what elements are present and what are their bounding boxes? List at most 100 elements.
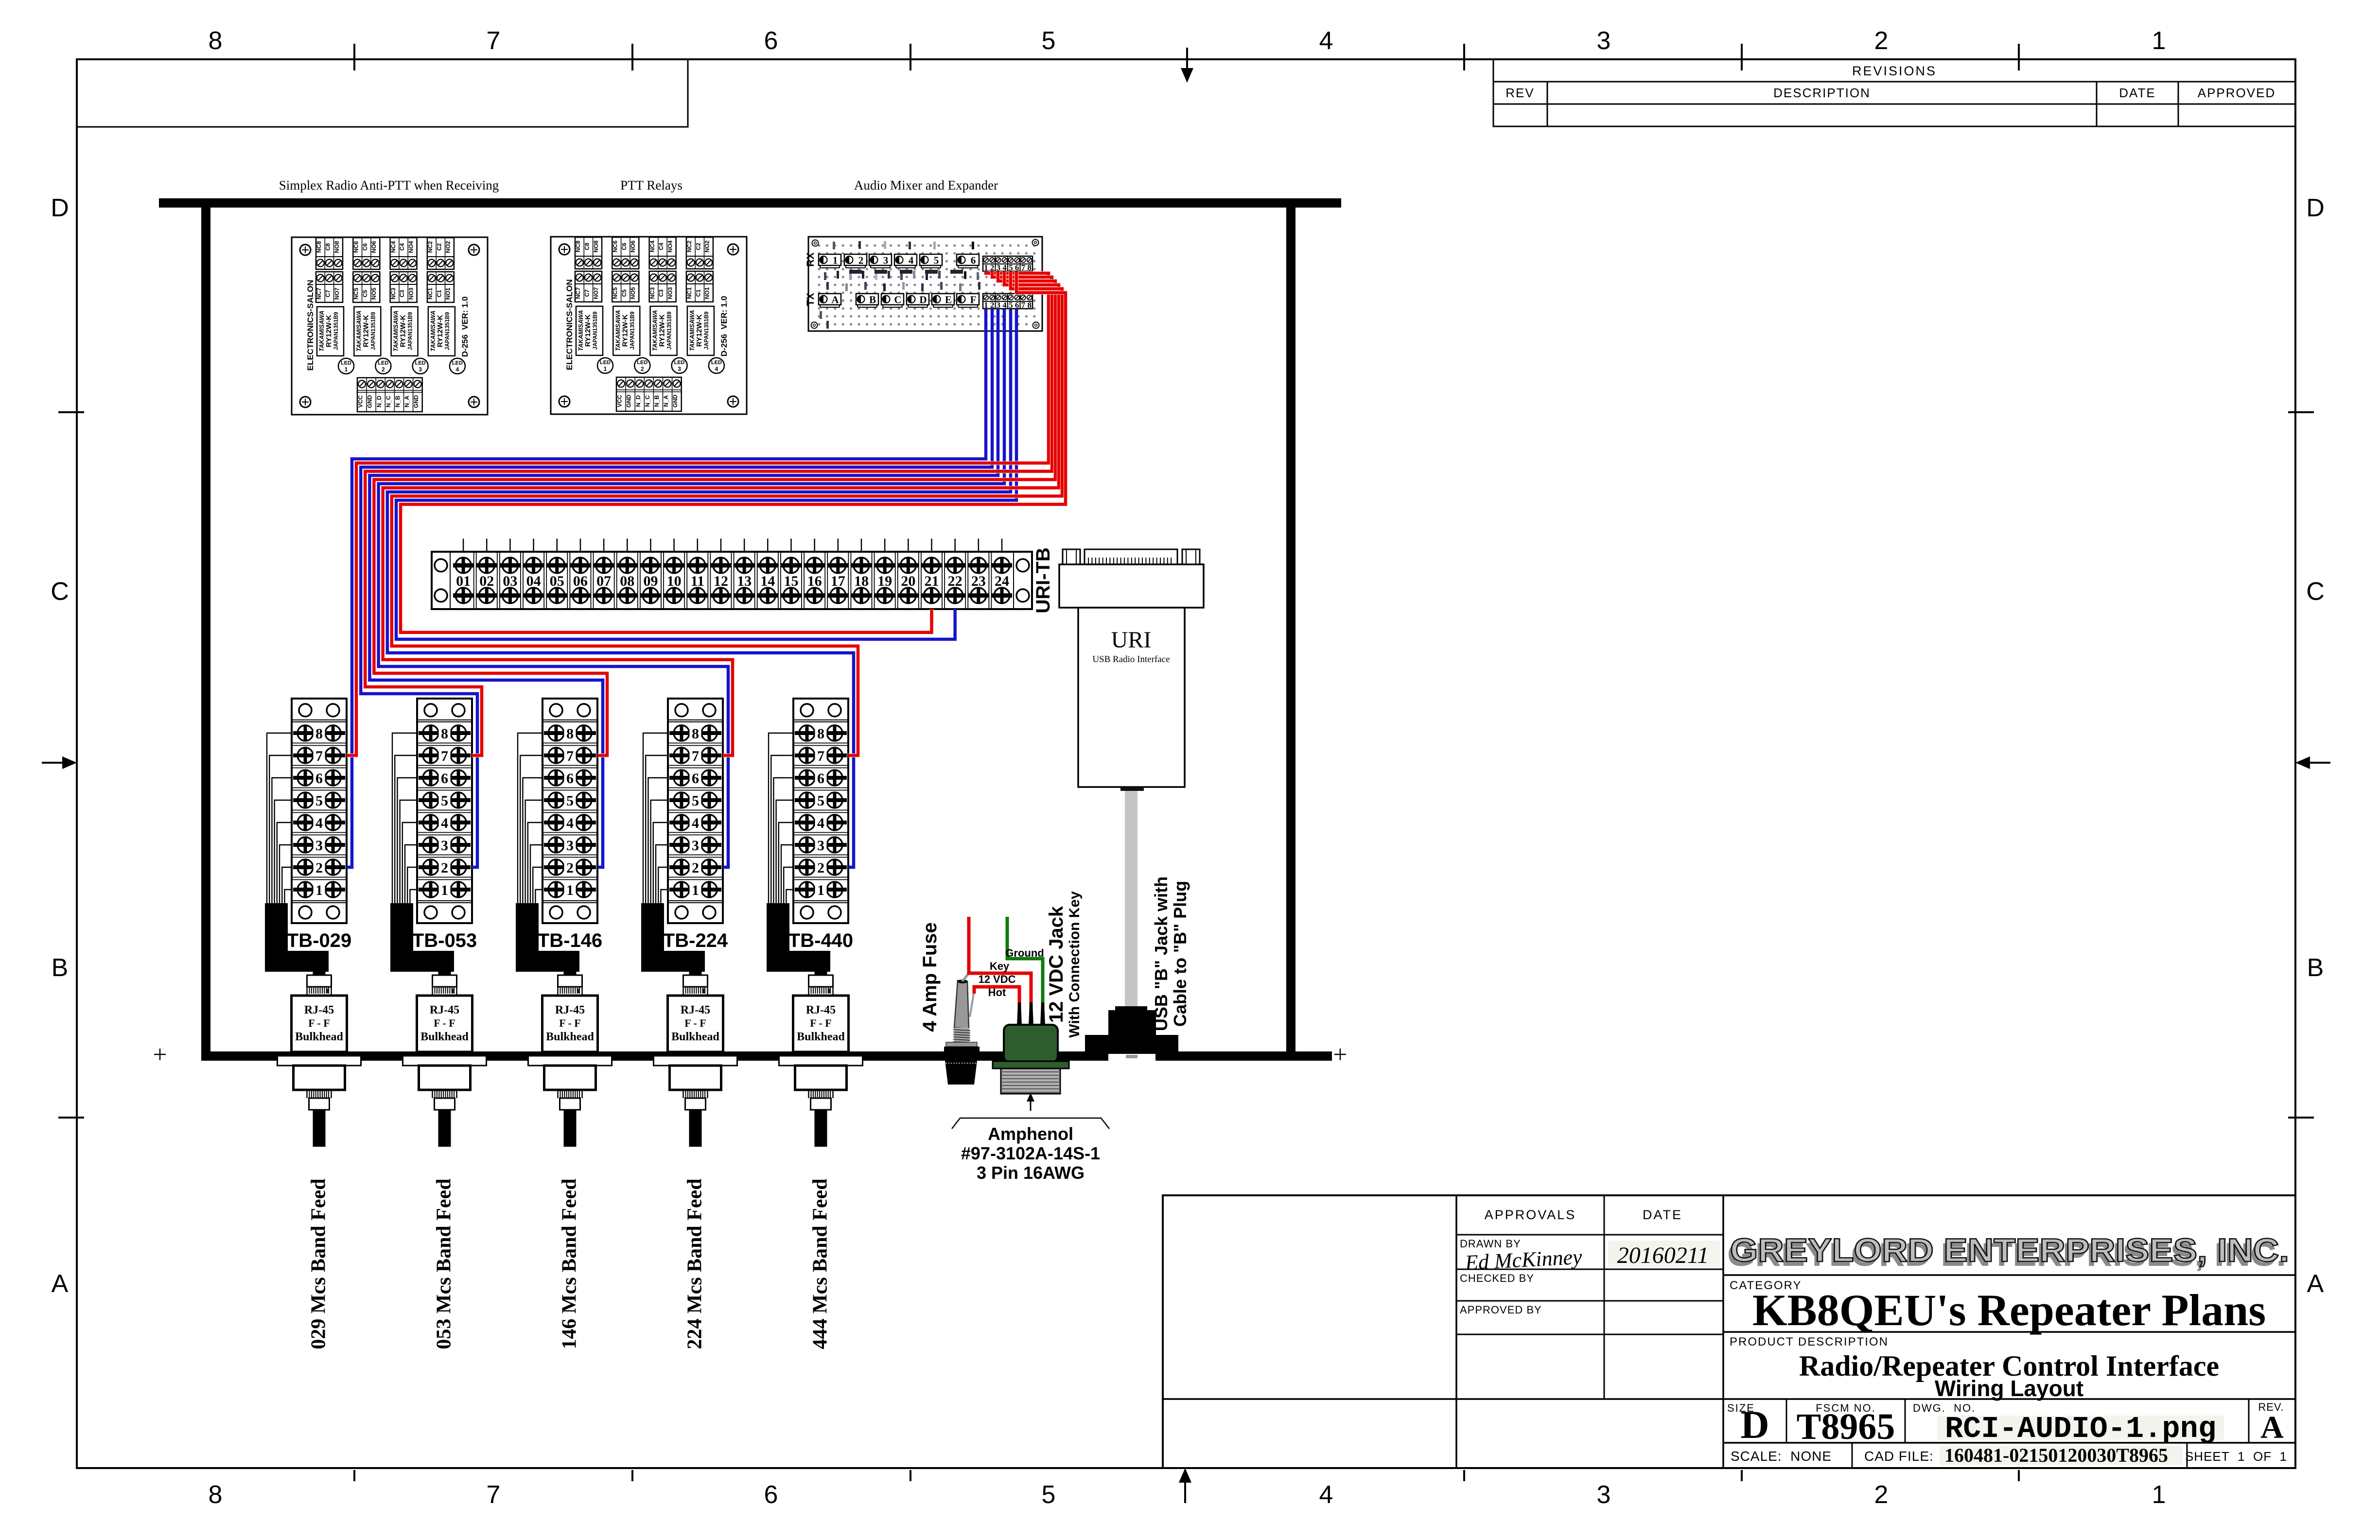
svg-text:24: 24: [995, 573, 1009, 589]
svg-text:URI-TB: URI-TB: [1032, 547, 1054, 613]
svg-text:5: 5: [1009, 300, 1013, 310]
svg-text:Audio Mixer and Expander: Audio Mixer and Expander: [854, 178, 998, 192]
svg-text:A: A: [2307, 1270, 2324, 1298]
svg-text:6: 6: [441, 770, 448, 787]
svg-text:JAPAN1351B9: JAPAN1351B9: [370, 312, 376, 350]
svg-text:4: 4: [315, 815, 323, 831]
svg-text:7: 7: [487, 27, 501, 55]
svg-text:ELECTRONICS-SALON: ELECTRONICS-SALON: [565, 280, 574, 370]
svg-text:5: 5: [566, 793, 574, 809]
svg-text:USB "B" Jack with: USB "B" Jack with: [1151, 876, 1171, 1031]
svg-text:NC4: NC4: [649, 241, 656, 252]
svg-text:NC5: NC5: [612, 287, 619, 299]
svg-text:2: 2: [990, 263, 995, 272]
svg-text:N_A: N_A: [403, 396, 410, 407]
svg-text:DRAWN BY: DRAWN BY: [1460, 1238, 1521, 1250]
svg-text:3: 3: [678, 366, 681, 372]
svg-text:With Connection Key: With Connection Key: [1067, 891, 1083, 1038]
svg-text:C3: C3: [658, 289, 665, 297]
svg-text:17: 17: [831, 573, 845, 589]
svg-text:1: 1: [833, 255, 838, 266]
svg-text:6: 6: [971, 255, 976, 266]
svg-text:C: C: [2306, 578, 2325, 606]
svg-text:13: 13: [737, 573, 752, 589]
svg-text:NC2: NC2: [427, 241, 434, 253]
svg-text:CAD FILE:: CAD FILE:: [1864, 1449, 1934, 1464]
svg-text:5: 5: [934, 255, 939, 266]
svg-text:F - F: F - F: [684, 1017, 706, 1029]
svg-text:B: B: [52, 954, 69, 982]
svg-text:09: 09: [643, 573, 658, 589]
svg-text:N_C: N_C: [385, 396, 392, 407]
svg-text:7: 7: [817, 748, 824, 764]
svg-text:JAPAN1351B9: JAPAN1351B9: [333, 312, 339, 350]
svg-text:053 Mcs Band Feed: 053 Mcs Band Feed: [433, 1178, 455, 1349]
svg-text:D-256 VER: 1.0: D-256 VER: 1.0: [460, 297, 470, 357]
svg-text:Hot: Hot: [988, 986, 1006, 998]
svg-text:D: D: [51, 194, 69, 222]
svg-text:7: 7: [1021, 263, 1026, 272]
svg-text:F - F: F - F: [308, 1017, 330, 1029]
svg-text:07: 07: [596, 573, 611, 589]
svg-text:2: 2: [441, 860, 448, 876]
svg-text:C7: C7: [584, 289, 591, 297]
svg-text:NC4: NC4: [390, 241, 397, 253]
svg-text:C1: C1: [695, 289, 701, 297]
svg-text:7: 7: [566, 748, 574, 764]
svg-text:REV: REV: [1505, 86, 1534, 100]
svg-text:C5: C5: [621, 289, 628, 297]
svg-text:B: B: [869, 294, 876, 306]
svg-text:E: E: [945, 294, 952, 306]
svg-text:CATEGORY: CATEGORY: [1730, 1279, 1802, 1292]
svg-text:02: 02: [479, 573, 494, 589]
svg-text:RY12W-K: RY12W-K: [584, 315, 592, 347]
svg-text:3: 3: [566, 838, 574, 854]
svg-text:Ground: Ground: [1005, 947, 1044, 959]
svg-text:5: 5: [1042, 1481, 1056, 1509]
svg-text:3: 3: [997, 300, 1001, 310]
svg-text:NO8: NO8: [593, 240, 599, 252]
svg-text:JAPAN1351B9: JAPAN1351B9: [704, 312, 710, 350]
svg-text:NC6: NC6: [612, 241, 619, 252]
svg-text:NO1: NO1: [704, 287, 711, 299]
svg-text:F - F: F - F: [559, 1017, 580, 1029]
svg-text:D: D: [919, 294, 927, 306]
svg-text:1: 1: [315, 882, 323, 898]
svg-text:Bulkhead: Bulkhead: [546, 1031, 594, 1043]
svg-text:5: 5: [315, 793, 323, 809]
svg-text:NC1: NC1: [427, 288, 434, 299]
svg-text:NC1: NC1: [686, 287, 693, 299]
svg-text:JAPAN1351B9: JAPAN1351B9: [593, 312, 598, 350]
svg-text:2: 2: [1874, 27, 1889, 55]
svg-text:19: 19: [877, 573, 892, 589]
svg-text:Bulkhead: Bulkhead: [420, 1031, 469, 1043]
svg-text:FSCM NO.: FSCM NO.: [1816, 1402, 1876, 1414]
svg-text:VCC: VCC: [616, 395, 623, 407]
svg-text:5: 5: [1009, 263, 1013, 272]
svg-text:Cable to "B" Plug: Cable to "B" Plug: [1170, 881, 1190, 1027]
svg-text:VCC: VCC: [357, 395, 364, 408]
svg-text:4 Amp Fuse: 4 Amp Fuse: [919, 922, 941, 1032]
svg-text:NO8: NO8: [333, 241, 340, 253]
svg-text:1: 1: [702, 987, 706, 995]
svg-text:SHEET 1 OF 1: SHEET 1 OF 1: [2185, 1449, 2287, 1464]
svg-text:LED: LED: [637, 360, 648, 366]
svg-text:LED: LED: [452, 360, 463, 366]
svg-text:6: 6: [1015, 263, 1019, 272]
svg-text:C8: C8: [325, 243, 332, 251]
svg-text:TB-440: TB-440: [788, 930, 853, 951]
svg-text:5: 5: [817, 793, 824, 809]
svg-text:GND: GND: [626, 394, 632, 407]
svg-text:C2: C2: [695, 243, 701, 250]
svg-text:05: 05: [550, 573, 564, 589]
svg-text:#97-3102A-14S-1: #97-3102A-14S-1: [961, 1143, 1100, 1163]
svg-text:6: 6: [566, 770, 574, 787]
svg-text:NC8: NC8: [575, 241, 581, 252]
svg-text:06: 06: [573, 573, 588, 589]
svg-text:8: 8: [1027, 300, 1032, 310]
svg-text:RY12W-K: RY12W-K: [621, 315, 629, 347]
svg-text:10: 10: [667, 573, 682, 589]
svg-text:Bulkhead: Bulkhead: [797, 1031, 845, 1043]
svg-text:C4: C4: [658, 243, 665, 250]
svg-text:1: 1: [604, 366, 607, 372]
